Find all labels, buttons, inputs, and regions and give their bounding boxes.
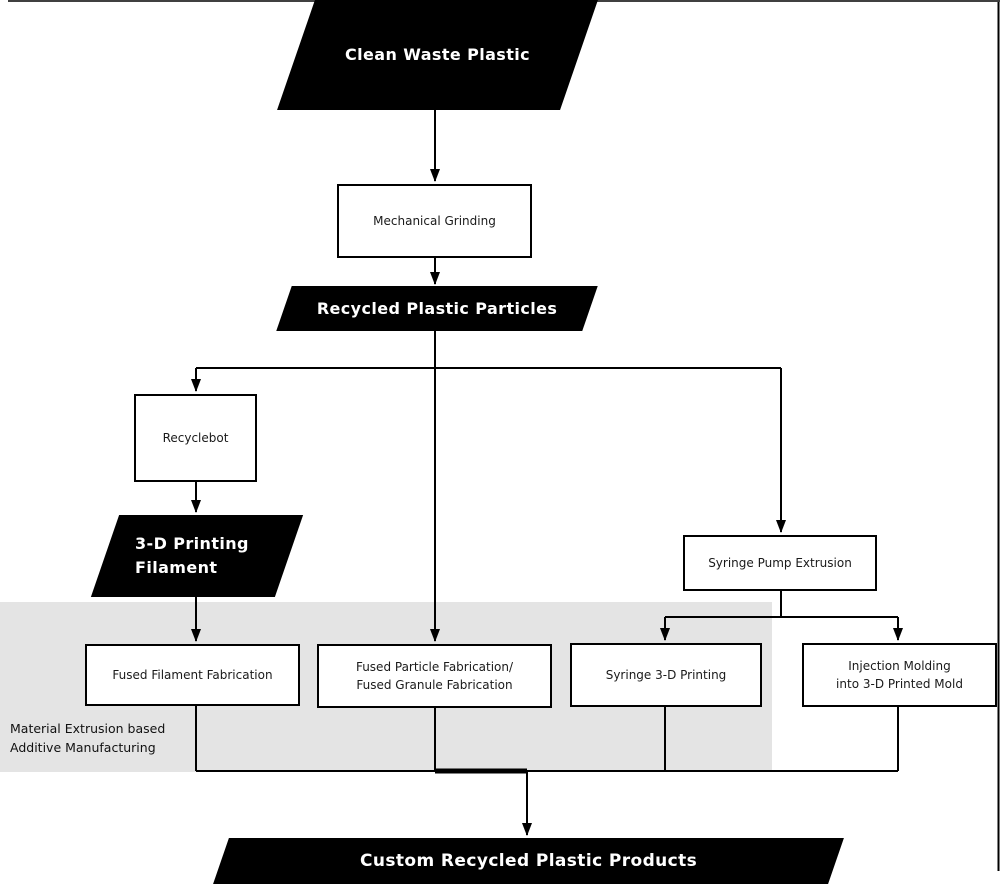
node-label: Custom Recycled Plastic Products	[359, 851, 698, 871]
region-label-line1: Material Extrusion based	[10, 721, 166, 736]
node-label-line1: 3-D Printing	[135, 534, 249, 553]
node-syringe-3d-printing: Syringe 3-D Printing	[570, 643, 762, 707]
node-label-line2: Filament	[135, 558, 218, 577]
node-clean-waste-plastic: Clean Waste Plastic	[277, 0, 598, 110]
node-mechanical-grinding: Mechanical Grinding	[337, 184, 532, 258]
node-label-line2: Fused Granule Fabrication	[356, 678, 513, 692]
node-label: 3-D Printing Filament	[105, 532, 249, 580]
node-recycled-plastic-particles: Recycled Plastic Particles	[276, 286, 598, 331]
material-extrusion-region-label: Material Extrusion based Additive Manufa…	[10, 719, 165, 757]
node-label-line1: Injection Molding	[848, 659, 951, 673]
node-custom-recycled-plastic-products: Custom Recycled Plastic Products	[213, 838, 844, 884]
node-3d-printing-filament: 3-D Printing Filament	[90, 515, 304, 597]
node-label-line1: Fused Particle Fabrication/	[355, 660, 514, 674]
node-fused-particle-fabrication: Fused Particle Fabrication/ Fused Granul…	[317, 644, 552, 708]
node-label: Mechanical Grinding	[373, 214, 496, 228]
node-label: Recycled Plastic Particles	[316, 298, 558, 318]
node-label: Recyclebot	[162, 431, 229, 445]
node-syringe-pump-extrusion: Syringe Pump Extrusion	[683, 535, 877, 591]
node-recyclebot: Recyclebot	[134, 394, 257, 482]
region-label-line2: Additive Manufacturing	[10, 740, 156, 755]
node-fused-filament-fabrication: Fused Filament Fabrication	[85, 644, 300, 706]
node-label: Fused Filament Fabrication	[112, 668, 273, 682]
node-injection-molding: Injection Molding into 3-D Printed Mold	[802, 643, 997, 707]
node-label: Syringe 3-D Printing	[605, 668, 727, 682]
node-label-line2: into 3-D Printed Mold	[836, 677, 963, 691]
node-label: Syringe Pump Extrusion	[708, 556, 852, 570]
node-label: Clean Waste Plastic	[344, 45, 531, 64]
